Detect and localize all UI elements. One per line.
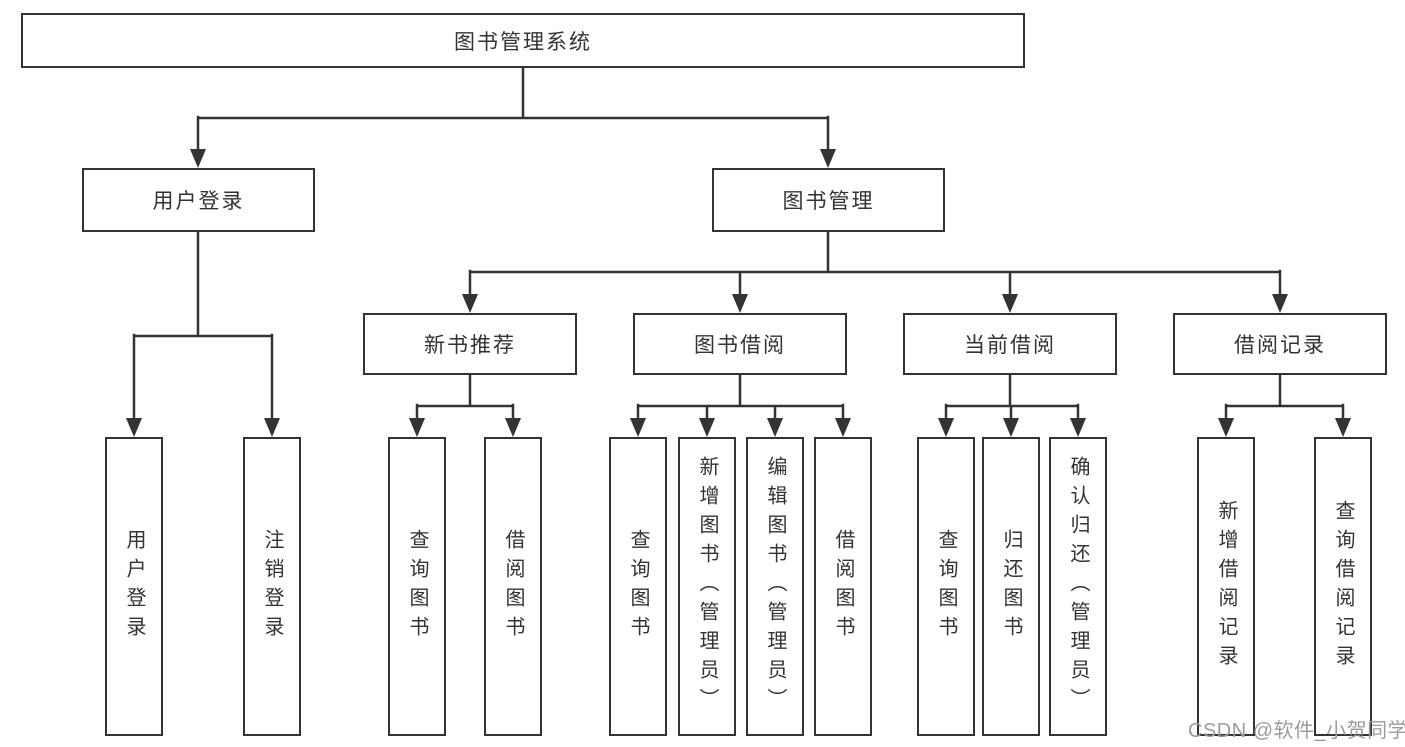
leaf-add-borrow-record: 新增借阅记录 xyxy=(1197,437,1255,736)
csdn-watermark: CSDN @软件_小贺同学 xyxy=(1188,720,1405,742)
node-current-borrowing: 当前借阅 xyxy=(903,313,1117,375)
arrowheads xyxy=(126,149,1351,437)
leaf-edit-book-admin: 编辑图书（管理员） xyxy=(746,437,804,736)
leaf-borrow-books-recommend: 借阅图书 xyxy=(484,437,542,736)
leaf-logout: 注销登录 xyxy=(243,437,301,736)
leaf-query-books-recommend: 查询图书 xyxy=(388,437,446,736)
leaf-user-login: 用户登录 xyxy=(105,437,163,736)
node-user-login: 用户登录 xyxy=(82,168,315,232)
leaf-add-book-admin: 新增图书（管理员） xyxy=(678,437,736,736)
leaf-borrow-books: 借阅图书 xyxy=(814,437,872,736)
node-borrowing-records: 借阅记录 xyxy=(1173,313,1387,375)
node-book-borrowing: 图书借阅 xyxy=(633,313,847,375)
node-new-book-recommendation: 新书推荐 xyxy=(363,313,577,375)
leaf-query-books-borrow: 查询图书 xyxy=(609,437,667,736)
leaf-query-books-current: 查询图书 xyxy=(917,437,975,736)
leaf-query-borrow-record: 查询借阅记录 xyxy=(1314,437,1372,736)
leaf-confirm-return-admin: 确认归还（管理员） xyxy=(1049,437,1107,736)
leaf-return-book: 归还图书 xyxy=(982,437,1040,736)
node-library-management-system: 图书管理系统 xyxy=(21,13,1025,68)
node-book-management: 图书管理 xyxy=(712,168,945,232)
